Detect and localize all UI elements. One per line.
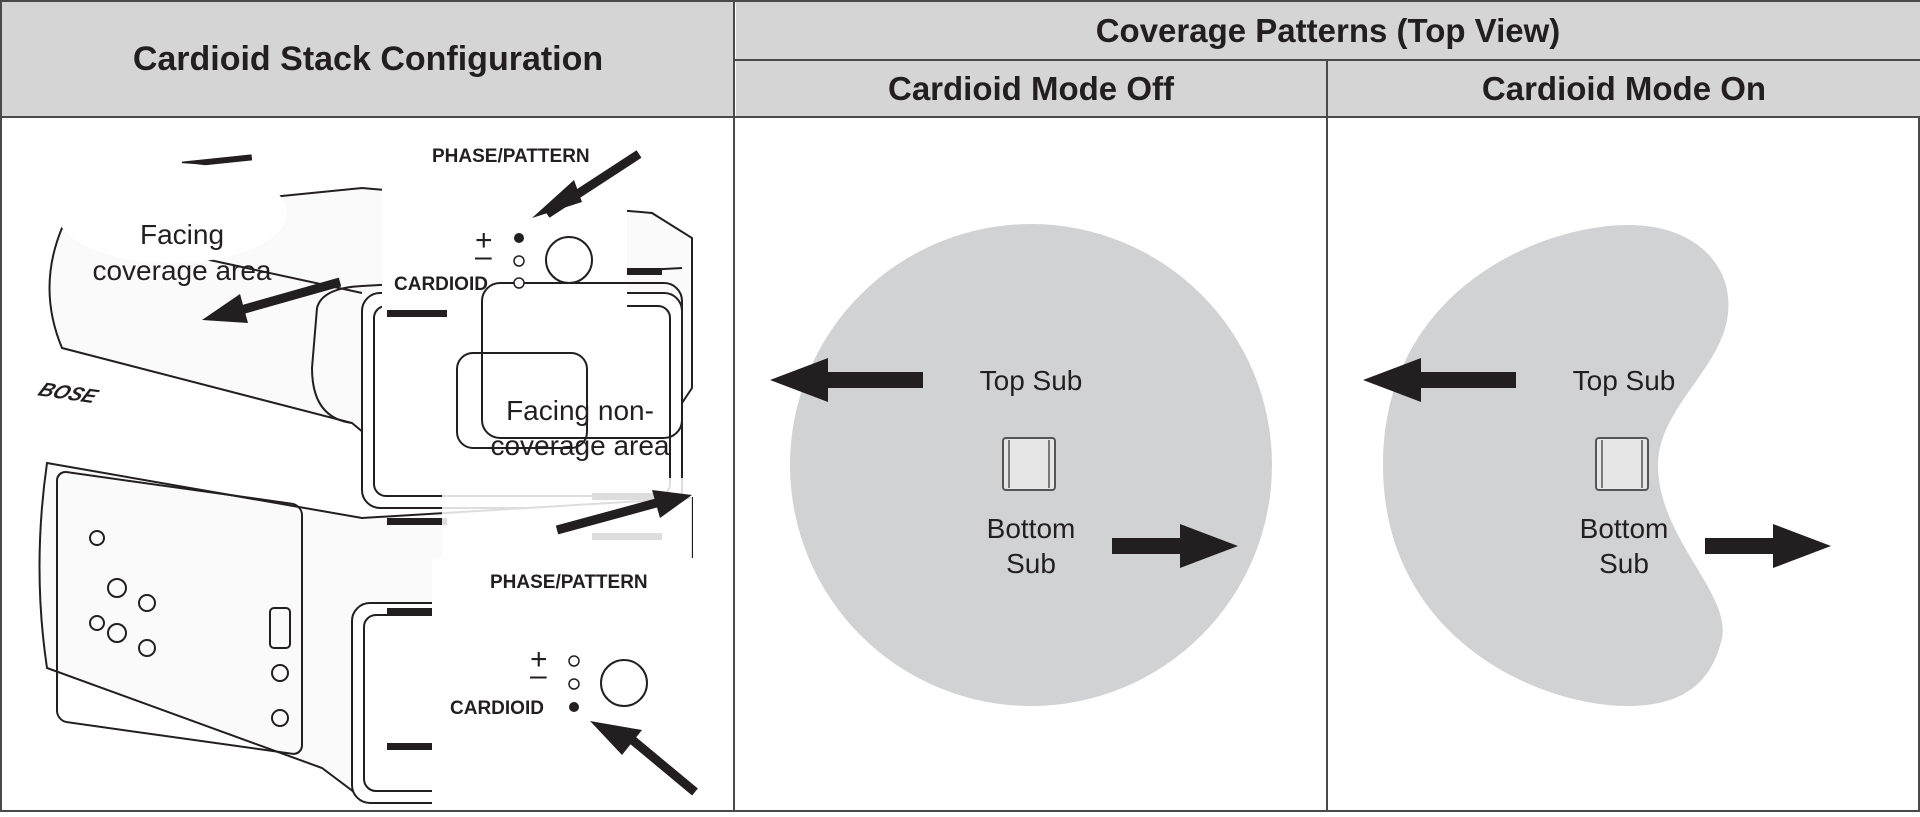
bottom-minus-sign: –: [530, 659, 547, 692]
bottom-sub-label-line2: Sub: [1006, 548, 1056, 579]
omni-coverage-pattern: Top Sub Bottom Sub: [770, 224, 1272, 706]
bottom-sub-label-line1: Bottom: [1580, 513, 1669, 544]
divider: [1326, 59, 1328, 812]
facing-coverage-label-line1: Facing: [140, 219, 224, 250]
bottom-pattern-knob: [600, 659, 648, 707]
header-stack-configuration: Cardioid Stack Configuration: [2, 2, 734, 116]
bottom-sub-direction-arrow: [1705, 524, 1831, 568]
bottom-phase-pattern-label: PHASE/PATTERN: [490, 572, 648, 593]
facing-noncoverage-label-line1: Facing non-: [506, 395, 654, 426]
facing-noncoverage-arrow: [555, 497, 662, 535]
bottom-plus-sign: +: [530, 643, 548, 676]
brand-logo: BOSE: [34, 379, 102, 408]
facing-coverage-label-line2: coverage area: [92, 255, 271, 286]
divider: [734, 59, 1920, 61]
stack-illustration-cell: BOSE PHASE/PATTERN + – CARDIOID PHASE/PA…: [2, 118, 733, 812]
divider: [2, 116, 1920, 118]
top-phase-pattern-label: PHASE/PATTERN: [432, 146, 590, 167]
pattern-cardioid-on-cell: Top Sub Bottom Sub: [1328, 118, 1920, 812]
bottom-sub-label-line2: Sub: [1599, 548, 1649, 579]
header-cardioid-off: Cardioid Mode Off: [736, 61, 1326, 116]
pattern-cardioid-off-cell: Top Sub Bottom Sub: [735, 118, 1326, 812]
subwoofer-icon: [1002, 437, 1056, 491]
bottom-led-plus: [568, 655, 580, 667]
header-coverage-patterns: Coverage Patterns (Top View): [736, 2, 1920, 59]
bottom-led-minus: [568, 678, 580, 690]
top-led-plus-active: [514, 233, 524, 243]
subwoofer-icon: [1595, 437, 1649, 491]
top-sub-label: Top Sub: [1573, 365, 1676, 396]
top-led-minus: [513, 255, 525, 267]
top-sub-label: Top Sub: [980, 365, 1083, 396]
divider: [733, 2, 735, 812]
cardioid-coverage-pattern: Top Sub Bottom Sub: [1363, 225, 1831, 706]
facing-coverage-arrow: [225, 277, 342, 319]
bottom-sub-label-line1: Bottom: [987, 513, 1076, 544]
bottom-sub-direction-arrow: [1112, 524, 1238, 568]
coverage-area: [1383, 225, 1729, 706]
top-plus-sign: +: [475, 224, 493, 257]
subwoofer-stack-illustration: BOSE PHASE/PATTERN + – CARDIOID PHASE/PA…: [34, 138, 702, 808]
top-led-cardioid: [513, 277, 525, 289]
top-sub-direction-arrow: [1363, 358, 1516, 402]
top-pattern-knob: [545, 236, 593, 284]
facing-noncoverage-label-line2: coverage area: [490, 430, 669, 461]
top-minus-sign: –: [475, 240, 492, 273]
bottom-led-cardioid-active: [569, 702, 579, 712]
top-sub-direction-arrow: [770, 358, 923, 402]
top-cardioid-label: CARDIOID: [394, 274, 488, 295]
bottom-panel-pointer-arrow: [627, 734, 698, 796]
header-cardioid-on: Cardioid Mode On: [1328, 61, 1920, 116]
bottom-cardioid-label: CARDIOID: [450, 698, 544, 719]
